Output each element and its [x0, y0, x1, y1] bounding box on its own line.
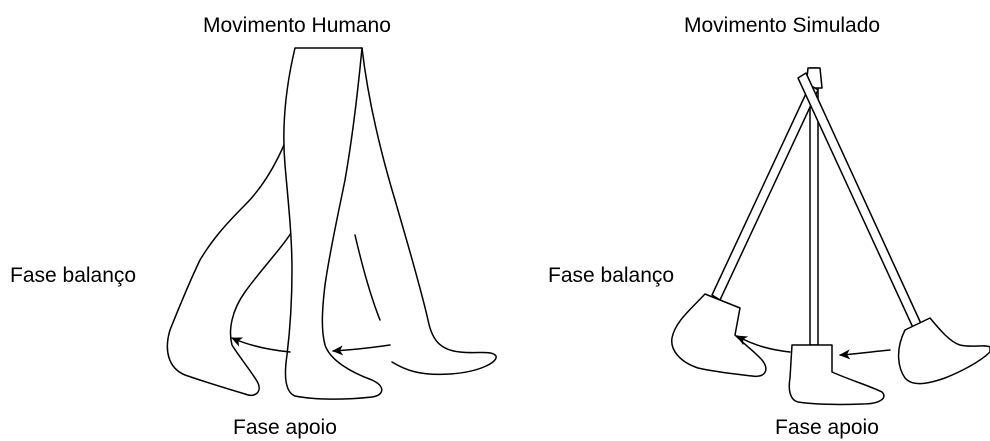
simulated-legs	[672, 68, 990, 404]
trailing-leg-outline	[362, 48, 496, 374]
stance-leg-outline	[284, 48, 382, 399]
left-rod	[712, 85, 818, 300]
human-stance-arrow	[333, 345, 390, 351]
simulated-stance-arrow	[840, 350, 890, 355]
human-swing-arrow	[232, 338, 290, 352]
trailing-foot-right	[899, 318, 990, 384]
human-legs	[167, 48, 496, 399]
stance-foot-center	[789, 345, 884, 404]
trailing-leg-inner	[355, 235, 380, 320]
swing-foot-left	[672, 294, 766, 376]
